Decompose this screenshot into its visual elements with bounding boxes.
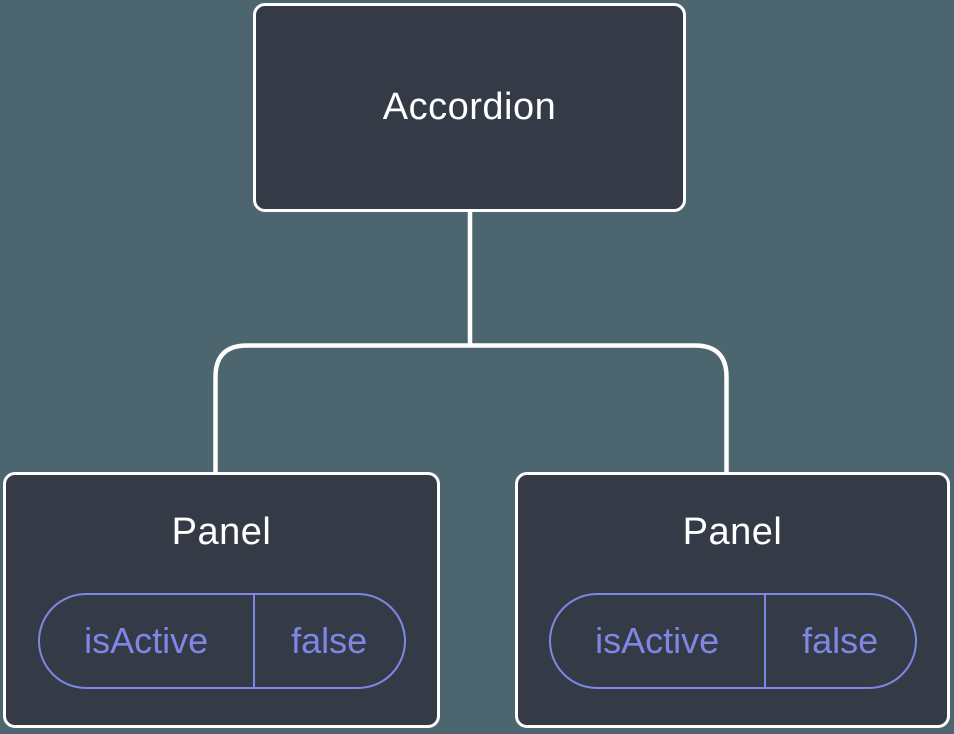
node-accordion-label: Accordion	[382, 86, 557, 128]
state-value: false	[291, 620, 368, 661]
node-panel-2-label: Panel	[682, 511, 783, 553]
connector-bracket	[213, 343, 729, 473]
state-value: false	[802, 620, 879, 661]
node-accordion: Accordion	[253, 3, 686, 212]
state-key: isActive	[40, 595, 255, 687]
node-panel-1-label: Panel	[171, 511, 272, 553]
node-panel-1: Panel isActive false	[3, 472, 440, 728]
state-pill: isActive false	[548, 593, 917, 689]
state-key: isActive	[551, 595, 766, 687]
state-pill: isActive false	[37, 593, 406, 689]
node-panel-2: Panel isActive false	[515, 472, 950, 728]
